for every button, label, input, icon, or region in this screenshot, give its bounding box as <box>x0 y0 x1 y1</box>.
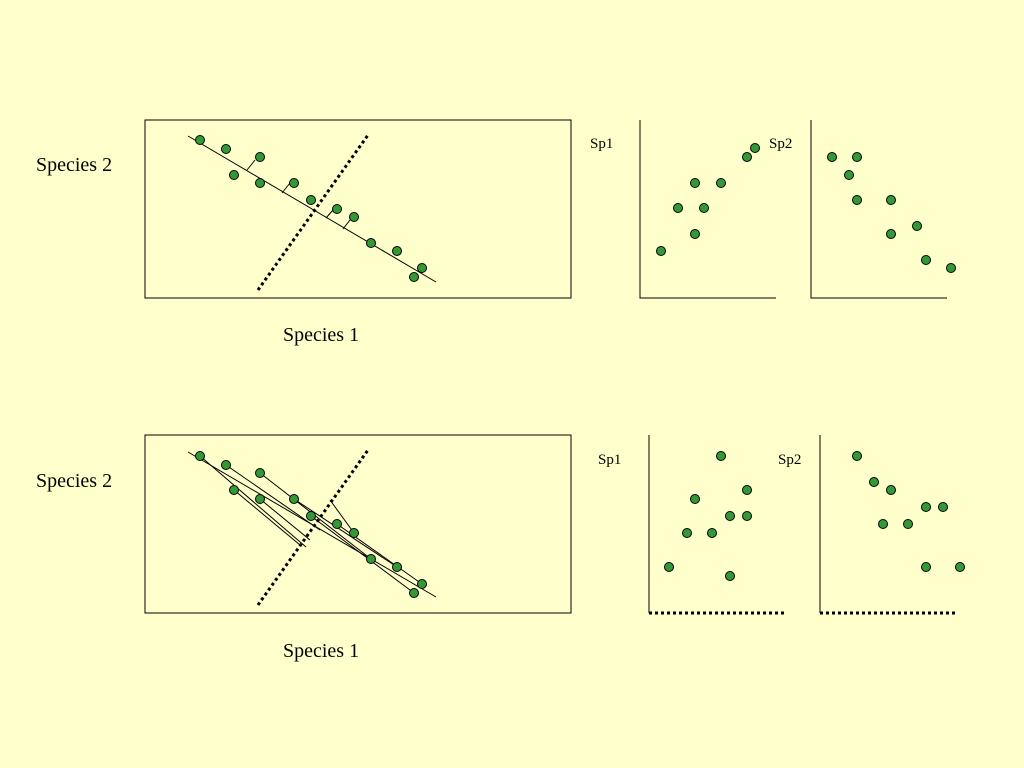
point <box>690 229 700 239</box>
top-scatter-points <box>195 135 427 282</box>
point <box>938 502 948 512</box>
point <box>332 204 342 214</box>
point <box>349 528 359 538</box>
bottom-projection-lines <box>199 455 423 594</box>
top-sp2-plot <box>810 120 956 299</box>
top-sp1-axes <box>639 120 776 299</box>
bottom-scatter-panel <box>144 434 572 614</box>
point <box>886 195 896 205</box>
bottom-sp2-label: Sp2 <box>778 452 802 468</box>
point <box>742 152 752 162</box>
point <box>716 451 726 461</box>
bottom-y-label: Species 2 <box>36 470 113 492</box>
top-sp2-axes <box>810 120 947 299</box>
point <box>921 502 931 512</box>
point <box>886 485 896 495</box>
point <box>255 468 265 478</box>
point <box>656 246 666 256</box>
point <box>229 485 239 495</box>
point <box>852 195 862 205</box>
top-sp1-plot <box>639 120 776 299</box>
point <box>392 562 402 572</box>
point <box>852 152 862 162</box>
point <box>946 263 956 273</box>
top-scatter-panel <box>144 119 572 299</box>
point <box>742 485 752 495</box>
point <box>409 588 419 598</box>
bottom-x-label: Species 1 <box>283 640 360 662</box>
point <box>707 528 717 538</box>
point <box>664 562 674 572</box>
point <box>869 477 879 487</box>
top-second-axis-dotted <box>256 134 370 291</box>
point <box>827 152 837 162</box>
bottom-scatter-points <box>195 451 427 598</box>
top-sp1-label: Sp1 <box>590 136 614 152</box>
top-x-label: Species 1 <box>283 324 360 346</box>
top-y-label: Species 2 <box>36 154 113 176</box>
point <box>306 511 316 521</box>
point <box>690 494 700 504</box>
point <box>255 152 265 162</box>
top-projection-ticks <box>246 159 351 230</box>
point <box>690 178 700 188</box>
point <box>366 554 376 564</box>
point <box>195 135 205 145</box>
point <box>921 562 931 572</box>
point <box>229 170 239 180</box>
point <box>742 511 752 521</box>
bottom-sp2-plot <box>819 435 965 615</box>
point <box>366 238 376 248</box>
top-scatter-frame <box>144 119 572 299</box>
point <box>725 571 735 581</box>
point <box>332 519 342 529</box>
bottom-scatter-frame <box>144 434 572 614</box>
bottom-second-axis-dotted <box>256 449 370 606</box>
point <box>750 143 760 153</box>
bottom-sp1-label: Sp1 <box>598 452 622 468</box>
point <box>852 451 862 461</box>
point <box>699 203 709 213</box>
point <box>417 263 427 273</box>
point <box>921 255 931 265</box>
top-first-axis-line <box>187 135 437 283</box>
point <box>221 460 231 470</box>
point <box>255 178 265 188</box>
point <box>886 229 896 239</box>
point <box>255 494 265 504</box>
point <box>955 562 965 572</box>
point <box>673 203 683 213</box>
point <box>716 178 726 188</box>
point <box>844 170 854 180</box>
point <box>878 519 888 529</box>
point <box>417 579 427 589</box>
point <box>349 212 359 222</box>
point <box>682 528 692 538</box>
bottom-sp1-plot <box>648 435 785 615</box>
point <box>409 272 419 282</box>
point <box>912 221 922 231</box>
point <box>903 519 913 529</box>
top-sp2-label: Sp2 <box>769 136 793 152</box>
point <box>289 494 299 504</box>
point <box>392 246 402 256</box>
point <box>725 511 735 521</box>
point <box>221 144 231 154</box>
point <box>195 451 205 461</box>
point <box>306 195 316 205</box>
point <box>289 178 299 188</box>
